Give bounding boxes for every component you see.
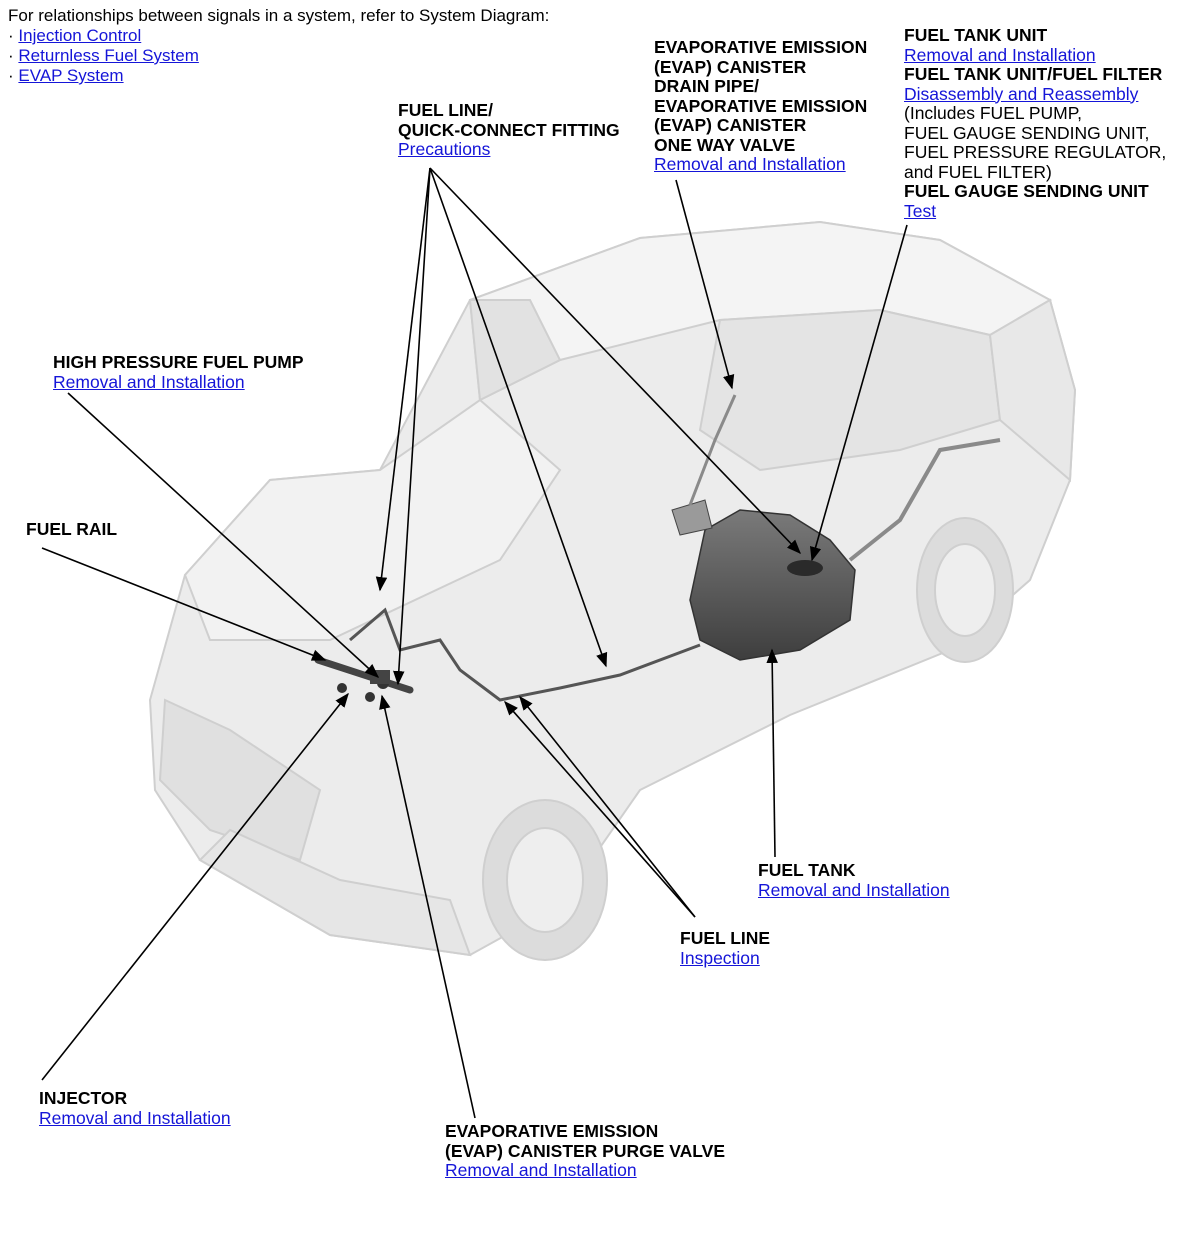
callout-injector: INJECTOR Removal and Installation (39, 1088, 231, 1128)
callout-title: FUEL RAIL (26, 519, 118, 539)
fuel-line-path (349, 607, 701, 702)
callout-title: QUICK-CONNECT FITTING (398, 119, 620, 140)
callout-fuel-line-qc: FUEL LINE/ QUICK-CONNECT FITTING Precaut… (398, 100, 620, 160)
grille (158, 698, 322, 862)
callout-title: EVAPORATIVE EMISSION (654, 37, 868, 57)
callout-title: FUEL TANK (758, 860, 856, 880)
leader-lines (41, 167, 908, 1119)
leader-evap-drain (675, 179, 735, 390)
link-returnless-fuel-system[interactable]: Returnless Fuel System (18, 46, 199, 65)
callout-title: HIGH PRESSURE FUEL PUMP (53, 352, 304, 372)
callout-note: FUEL GAUGE SENDING UNIT, (904, 122, 1150, 143)
leader-fuel-tank (766, 648, 778, 858)
callout-note: FUEL PRESSURE REGULATOR, (904, 142, 1167, 162)
leader-qc-1 (375, 167, 431, 592)
link-fuel-tank-unit-removal[interactable]: Removal and Installation (904, 44, 1096, 65)
fuel-tank-unit-part (787, 560, 823, 576)
link-fuel-tank-removal[interactable]: Removal and Installation (758, 879, 950, 900)
callout-title: DRAIN PIPE/ (654, 76, 760, 96)
callout-title: (EVAP) CANISTER PURGE VALVE (445, 1140, 726, 1161)
callout-fuel-tank: FUEL TANK Removal and Installation (758, 860, 950, 900)
rear-quarter (988, 298, 1077, 483)
callout-purge-valve: EVAPORATIVE EMISSION (EVAP) CANISTER PUR… (445, 1121, 726, 1181)
callout-title: (EVAP) CANISTER (654, 56, 807, 77)
link-injection-control[interactable]: Injection Control (18, 26, 142, 45)
callout-fuel-line: FUEL LINE Inspection (680, 928, 771, 968)
link-purge-valve-removal[interactable]: Removal and Installation (445, 1160, 637, 1180)
intro-text: For relationships between signals in a s… (8, 6, 550, 25)
leader-qc-3 (429, 167, 608, 668)
leader-fuel-line-1 (504, 700, 696, 918)
link-inspection[interactable]: Inspection (680, 947, 760, 968)
link-precautions[interactable]: Precautions (398, 139, 491, 159)
leader-injector (41, 692, 349, 1081)
leader-purge-valve (379, 694, 476, 1119)
callout-title: FUEL LINE/ (398, 100, 493, 120)
leader-qc-2 (393, 167, 431, 686)
injector-part (337, 683, 347, 693)
callout-title: FUEL TANK UNIT (904, 25, 1048, 45)
callout-hp-fuel-pump: HIGH PRESSURE FUEL PUMP Removal and Inst… (53, 352, 304, 392)
callout-title: FUEL LINE (680, 928, 771, 948)
link-test[interactable]: Test (904, 200, 937, 221)
leader-fuel-rail (41, 547, 327, 661)
callout-note: and FUEL FILTER) (904, 161, 1052, 182)
callout-title: ONE WAY VALVE (654, 134, 796, 155)
bumper (198, 828, 472, 957)
evap-canister-part (671, 499, 713, 536)
link-disassembly-reassembly[interactable]: Disassembly and Reassembly (904, 83, 1139, 104)
bullet: · (8, 26, 14, 45)
side-windows (698, 308, 1002, 472)
bullet: · (8, 46, 14, 65)
bullet: · (8, 66, 14, 85)
leader-fuel-line-2 (519, 695, 696, 918)
callout-title: FUEL TANK UNIT/FUEL FILTER (904, 64, 1163, 84)
callout-title: FUEL GAUGE SENDING UNIT (904, 181, 1149, 201)
callout-fuel-tank-unit: FUEL TANK UNIT Removal and Installation … (904, 25, 1167, 221)
windshield (468, 299, 562, 402)
link-evap-drain-removal[interactable]: Removal and Installation (654, 154, 846, 174)
callout-note: (Includes FUEL PUMP, (904, 103, 1082, 123)
intro-block: For relationships between signals in a s… (8, 6, 549, 86)
callout-evap-drain: EVAPORATIVE EMISSION (EVAP) CANISTER DRA… (654, 37, 868, 175)
leader-qc-4 (429, 167, 801, 555)
drain-pipe (688, 394, 737, 506)
hood (183, 398, 562, 641)
callout-title: EVAPORATIVE EMISSION (654, 95, 868, 116)
callout-fuel-rail: FUEL RAIL (26, 519, 118, 540)
callout-title: INJECTOR (39, 1088, 128, 1108)
link-injector-removal[interactable]: Removal and Installation (39, 1107, 231, 1128)
callout-title: EVAPORATIVE EMISSION (445, 1121, 659, 1141)
link-evap-system[interactable]: EVAP System (18, 66, 124, 85)
leader-hp-pump (67, 392, 380, 678)
link-hp-pump-removal[interactable]: Removal and Installation (53, 371, 245, 392)
car-illustration (148, 220, 1077, 961)
fuel-filler-pipe (848, 438, 1001, 562)
leader-fuel-tank-unit (809, 224, 908, 562)
callout-title: (EVAP) CANISTER (654, 115, 807, 135)
